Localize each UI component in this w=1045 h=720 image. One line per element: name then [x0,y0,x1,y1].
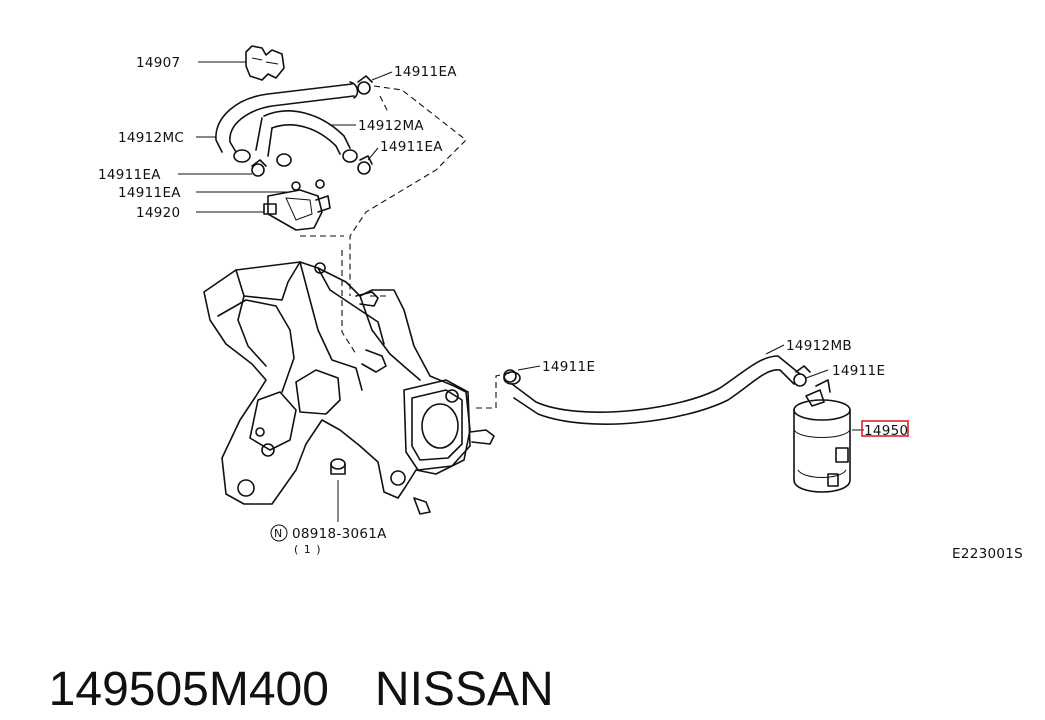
bolt-marker-circle [270,524,288,542]
hose-14907-clip [245,45,285,81]
pipe-fitting-upper [355,291,387,373]
clamp-14911ea-right [357,155,373,175]
label-14911e-mid: 14911E [542,359,595,375]
label-14911ea-left1: 14911EA [98,167,161,183]
routing-dash-lower [341,250,388,355]
label-14911e-right: 14911E [832,363,885,379]
highlight-box-14950 [861,420,909,437]
diagram-id: E223001S [952,546,1023,562]
clamp-14911e-right [793,365,811,387]
hose-14912mc [215,81,359,163]
label-14912mb: 14912MB [786,338,852,354]
routing-dash-right [476,371,515,409]
bolt-marker-letter: N [274,527,283,540]
leader-14911ea-right [367,147,379,161]
label-bolt-qty: ( 1 ) [294,543,322,556]
leader-14911ea-top [371,71,393,81]
caption-brand: NISSAN [374,663,554,716]
caption-part-number: 149505M400 [48,663,329,716]
label-14907: 14907 [136,55,180,71]
label-14912ma: 14912MA [358,118,424,134]
leader-14912mb [765,344,785,355]
label-14911ea-left2: 14911EA [118,185,181,201]
hose-14912mb [503,355,801,425]
label-14950[interactable]: 14950 [864,423,908,439]
parts-diagram: 14907 14911EA 14912MC 14912MA 14911EA 14… [98,45,1023,562]
label-14920: 14920 [136,205,180,221]
label-14911ea-top: 14911EA [394,64,457,80]
leader-14911e-right [805,369,829,379]
evap-canister-14950 [793,379,851,493]
routing-dash-upper [300,85,467,296]
solenoid-valve-14920 [263,189,331,231]
clamp-14911e-mid [503,369,517,383]
hose-14912ma [255,110,358,167]
clamp-14911ea-top [357,75,373,95]
label-bolt-code: 08918-3061A [292,526,387,542]
throttle-body [403,379,495,515]
bolt-08918-3061a [330,458,346,522]
intake-manifold [203,261,471,505]
label-14911ea-right: 14911EA [380,139,443,155]
caption: 149505M400 NISSAN [22,600,554,716]
label-14912mc: 14912MC [118,130,184,146]
clamps-14911ea-left [251,159,325,191]
leader-14911e-mid [517,365,541,371]
